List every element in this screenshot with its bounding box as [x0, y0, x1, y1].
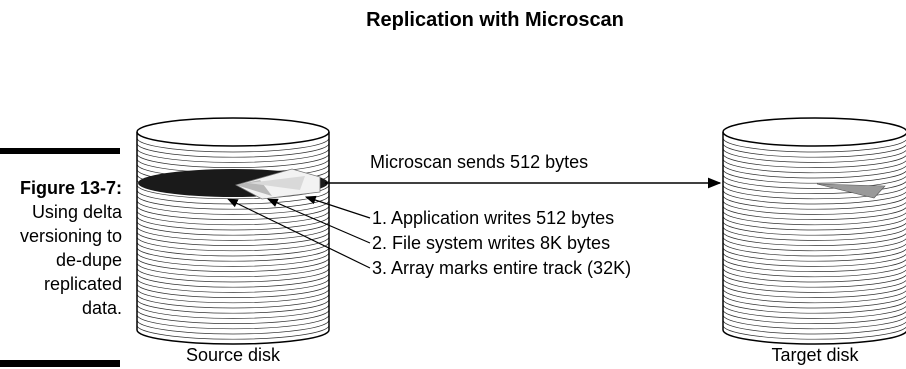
platter-line — [136, 215, 330, 231]
platter-line — [136, 153, 330, 168]
platter-line — [722, 293, 906, 309]
source-disk-outline — [136, 132, 330, 345]
platter-line — [136, 236, 330, 252]
step-2-label: 2. File system writes 8K bytes — [372, 233, 610, 253]
platter-line — [722, 184, 906, 200]
platter-line — [722, 278, 906, 293]
platter-line — [722, 215, 906, 231]
platter-line — [722, 158, 906, 174]
platter-line — [722, 205, 906, 220]
platter-line — [722, 236, 906, 252]
diagram-title: Replication with Microscan — [366, 9, 624, 31]
platter-line — [722, 299, 906, 314]
platter-line — [136, 304, 330, 319]
platter-line — [136, 210, 330, 226]
platter-line — [722, 189, 906, 205]
platter-line — [136, 273, 330, 288]
step-3-label: 3. Array marks entire track (32K) — [372, 258, 631, 278]
platter-line — [722, 148, 906, 163]
platter-line — [722, 267, 906, 283]
platter-line — [722, 257, 906, 272]
step-3-arrow — [227, 198, 371, 269]
platter-line — [136, 319, 330, 335]
platter-line — [722, 195, 906, 210]
platter-line — [722, 153, 906, 168]
platter-line — [136, 148, 330, 163]
platter-line — [722, 163, 906, 179]
source-disk — [136, 117, 330, 345]
platter-line — [136, 278, 330, 293]
platter-line — [136, 262, 330, 278]
platter-line — [136, 205, 330, 220]
step-1-label: 1. Application writes 512 bytes — [372, 208, 614, 228]
figure-caption: Figure 13-7: Using delta versioning to d… — [0, 176, 122, 320]
target-disk-label: Target disk — [771, 345, 859, 365]
platter-line — [136, 241, 330, 257]
caption-bottom-rule — [0, 360, 120, 367]
platter-line — [722, 231, 906, 246]
platter-line — [136, 299, 330, 314]
step-1-arrow — [304, 195, 371, 219]
platter-line — [136, 293, 330, 309]
platter-line — [722, 262, 906, 278]
platter-line — [722, 143, 906, 158]
platter-line — [136, 143, 330, 158]
platter-line — [722, 252, 906, 267]
platter-line — [722, 169, 906, 184]
target-disk-top — [722, 117, 906, 147]
caption-top-rule — [0, 148, 120, 154]
target-disk-platters — [722, 137, 906, 340]
replicated-delta-512 — [816, 183, 886, 199]
platter-line — [136, 247, 330, 262]
target-disk — [722, 117, 906, 345]
platter-line — [722, 221, 906, 236]
platter-line — [136, 200, 330, 215]
platter-line — [722, 314, 906, 330]
target-disk-outline — [722, 132, 906, 345]
platter-line — [722, 210, 906, 226]
platter-line — [722, 325, 906, 340]
platter-line — [722, 200, 906, 215]
platter-line — [722, 241, 906, 257]
platter-line — [136, 226, 330, 241]
platter-line — [722, 174, 906, 189]
platter-line — [136, 283, 330, 298]
figure-number: Figure 13-7: — [19, 178, 122, 198]
figure-description: Using delta versioning to de-dupe replic… — [19, 202, 122, 318]
platter-line — [136, 267, 330, 283]
transfer-label: Microscan sends 512 bytes — [370, 152, 588, 172]
platter-line — [136, 195, 330, 210]
platter-line — [722, 304, 906, 319]
platter-line — [136, 252, 330, 267]
step-2-arrow — [267, 198, 371, 244]
source-disk-label: Source disk — [186, 345, 281, 365]
platter-line — [722, 179, 906, 194]
platter-line — [136, 288, 330, 304]
source-disk-top — [136, 117, 330, 147]
platter-line — [722, 283, 906, 298]
platter-line — [722, 137, 906, 153]
source-disk-platters — [136, 137, 330, 340]
platter-line — [136, 309, 330, 324]
platter-line — [722, 226, 906, 241]
platter-line — [722, 319, 906, 335]
platter-line — [136, 221, 330, 236]
platter-line — [722, 309, 906, 324]
platter-line — [136, 325, 330, 340]
platter-line — [136, 257, 330, 272]
platter-line — [722, 273, 906, 288]
platter-line — [722, 247, 906, 262]
platter-line — [722, 288, 906, 304]
application-region-512b — [248, 176, 305, 190]
platter-line — [136, 231, 330, 246]
platter-line — [136, 314, 330, 330]
platter-line — [136, 137, 330, 153]
